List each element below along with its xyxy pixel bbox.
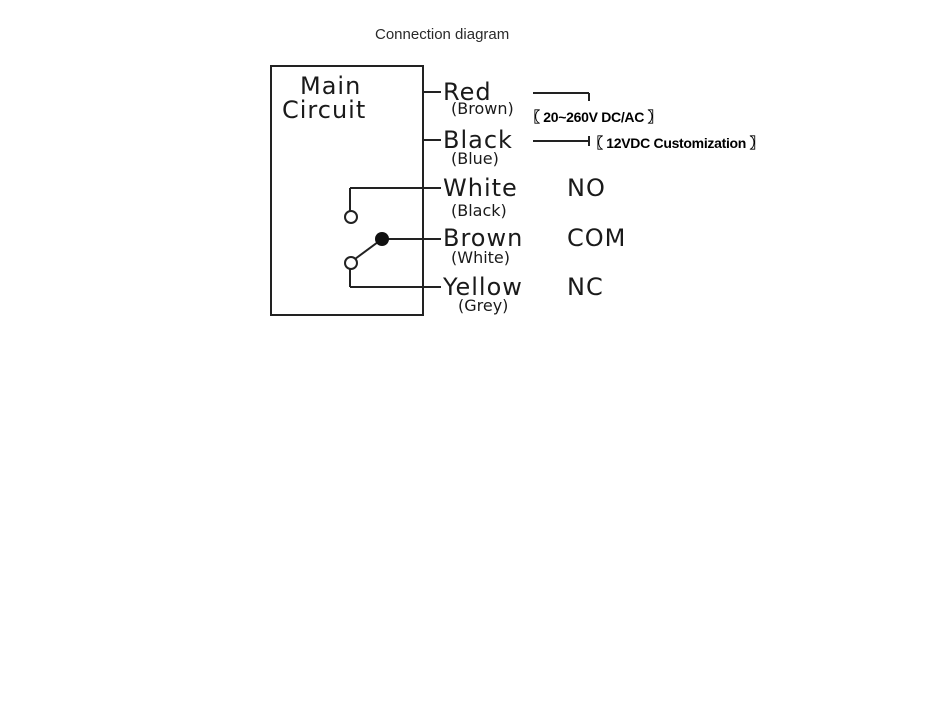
main-circuit-box bbox=[270, 65, 424, 316]
wire-black-alt: (Blue) bbox=[451, 149, 499, 168]
terminal-com: COM bbox=[567, 224, 627, 252]
wire-white-label: White bbox=[443, 174, 518, 202]
terminal-no: NO bbox=[567, 174, 606, 202]
wire-yellow-alt: (Grey) bbox=[458, 296, 509, 315]
wire-black-label: Black bbox=[443, 126, 513, 154]
supply-voltage-note: 〖 20~260V DC/AC 〗 bbox=[526, 109, 662, 125]
diagram-title: Connection diagram bbox=[375, 26, 510, 43]
terminal-nc: NC bbox=[567, 273, 604, 301]
wire-brown-alt: (White) bbox=[451, 248, 511, 267]
customization-note: 〖 12VDC Customization 〗 bbox=[589, 135, 764, 151]
wire-red-label: Red bbox=[443, 78, 492, 106]
wire-brown-label: Brown bbox=[443, 224, 524, 252]
com-contact bbox=[375, 232, 389, 246]
box-label-line1: Main bbox=[300, 72, 362, 100]
box-label-line2: Circuit bbox=[282, 96, 367, 124]
nc-contact bbox=[344, 256, 358, 270]
wire-yellow-label: Yellow bbox=[443, 273, 523, 301]
wire-white-alt: (Black) bbox=[451, 201, 507, 220]
no-contact bbox=[344, 210, 358, 224]
wire-red-alt: (Brown) bbox=[451, 99, 514, 118]
